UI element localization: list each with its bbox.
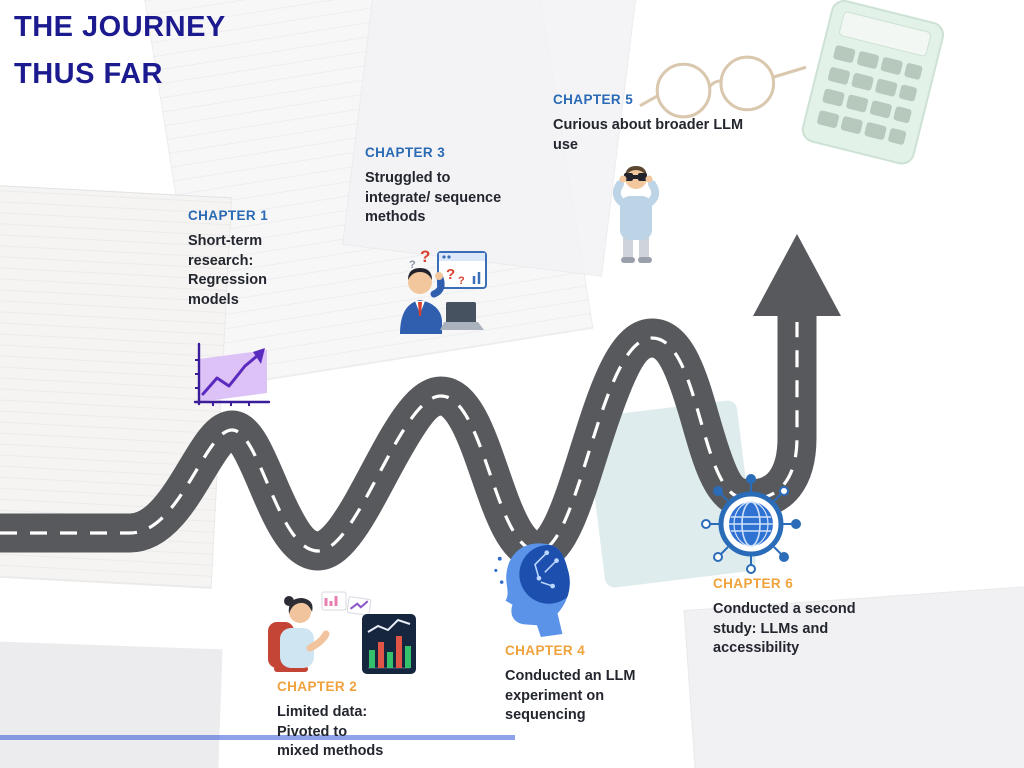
chapter-3-label: CHAPTER 3: [365, 145, 446, 160]
chapter-4-label: CHAPTER 4: [505, 643, 586, 658]
chapter-5-label: CHAPTER 5: [553, 92, 634, 107]
chapter-2-block: CHAPTER 2 Limited data: Pivoted to mixed…: [277, 679, 389, 762]
svg-text:?: ?: [409, 259, 416, 271]
binoculars-man-illustration: [598, 160, 678, 266]
chapter-1-label: CHAPTER 1: [188, 208, 269, 223]
chapter-6-block: CHAPTER 6 Conducted a second study: LLMs…: [713, 576, 895, 659]
confused-researcher-illustration: ? ? ? ?: [382, 246, 494, 338]
bg-folder-edge: [0, 735, 515, 740]
chapter-6-text: Conducted a second study: LLMs and acces…: [713, 601, 856, 657]
line-chart-illustration: [183, 338, 279, 412]
chapter-4-block: CHAPTER 4 Conducted an LLM experiment on…: [505, 643, 663, 726]
chapter-3-block: CHAPTER 3 Struggled to integrate/ sequen…: [365, 145, 517, 228]
road-arrowhead: [753, 234, 841, 316]
chapter-1-block: CHAPTER 1 Short-term research: Regressio…: [188, 208, 296, 310]
svg-text:?: ?: [420, 247, 430, 266]
svg-text:?: ?: [458, 275, 465, 287]
ai-head-illustration: [488, 538, 582, 640]
chapter-3-text: Struggled to integrate/ sequence methods: [365, 170, 502, 226]
chapter-2-label: CHAPTER 2: [277, 679, 358, 694]
road-path: [0, 312, 817, 571]
calculator-icon: [795, 0, 950, 170]
svg-text:?: ?: [446, 266, 455, 283]
chapter-1-text: Short-term research: Regression models: [188, 233, 267, 308]
chapter-4-text: Conducted an LLM experiment on sequencin…: [505, 668, 636, 724]
page-title-line2: THUS FAR: [14, 57, 163, 90]
analyst-with-charts-illustration: [266, 588, 418, 680]
page-title-line1: THE JOURNEY: [14, 11, 226, 43]
chapter-5-block: CHAPTER 5 Curious about broader LLM use: [553, 92, 749, 155]
chapter-5-text: Curious about broader LLM use: [553, 117, 744, 153]
network-globe-illustration: [695, 474, 807, 574]
glasses-icon: [638, 45, 810, 133]
chapter-6-label: CHAPTER 6: [713, 576, 794, 591]
chapter-2-text: Limited data: Pivoted to mixed methods: [277, 704, 384, 760]
page-title: THE JOURNEY THUS FAR: [14, 4, 226, 98]
